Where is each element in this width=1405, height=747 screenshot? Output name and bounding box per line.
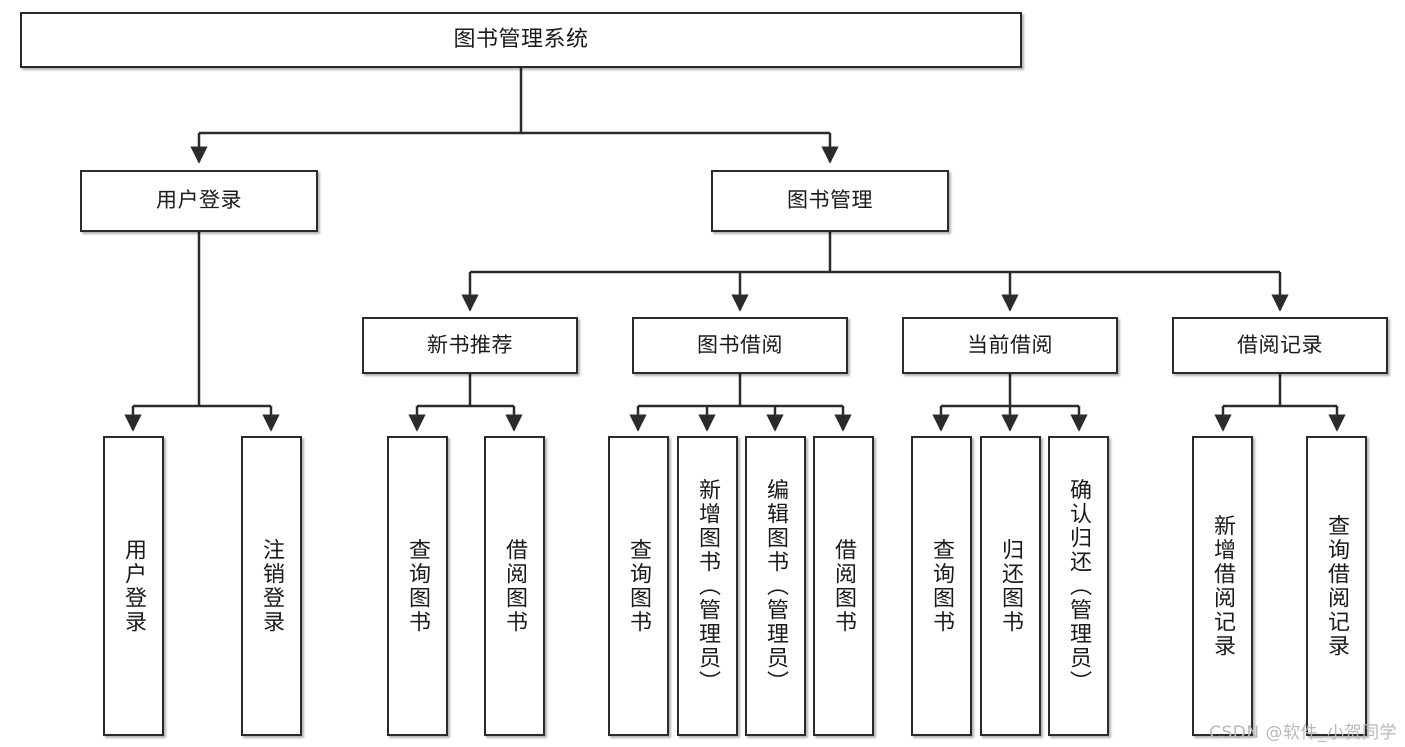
leaf-current-confirm-return-admin[interactable]: 确认归还（管理员） xyxy=(1048,436,1109,736)
node-label: 图书借阅 xyxy=(697,332,783,357)
node-current-borrow[interactable]: 当前借阅 xyxy=(902,317,1118,374)
node-label: 归还图书 xyxy=(998,538,1024,634)
leaf-borrow-add-book-admin[interactable]: 新增图书（管理员） xyxy=(677,436,738,736)
leaf-borrow-query-book[interactable]: 查询图书 xyxy=(608,436,669,736)
node-borrow-records[interactable]: 借阅记录 xyxy=(1172,317,1388,374)
leaf-user-login-logout[interactable]: 注销登录 xyxy=(241,436,302,736)
leaf-user-login-login[interactable]: 用户登录 xyxy=(103,436,164,736)
node-label: 图书管理 xyxy=(787,188,873,213)
node-label: 当前借阅 xyxy=(967,332,1053,357)
node-label: 新增图书（管理员） xyxy=(695,478,721,694)
node-root-system[interactable]: 图书管理系统 xyxy=(20,12,1022,68)
leaf-borrow-borrow-book[interactable]: 借阅图书 xyxy=(813,436,874,736)
node-label: 注销登录 xyxy=(259,538,285,634)
leaf-borrow-edit-book-admin[interactable]: 编辑图书（管理员） xyxy=(745,436,806,736)
leaf-new-book-borrow[interactable]: 借阅图书 xyxy=(484,436,545,736)
csdn-watermark: CSDN @软件_小贺同学 xyxy=(1209,723,1397,743)
node-label: 借阅记录 xyxy=(1237,332,1323,357)
node-label: 图书管理系统 xyxy=(453,26,589,52)
node-label: 用户登录 xyxy=(156,188,242,213)
leaf-new-book-query[interactable]: 查询图书 xyxy=(387,436,448,736)
node-label: 查询图书 xyxy=(626,538,652,634)
node-label: 查询借阅记录 xyxy=(1324,514,1350,658)
node-label: 用户登录 xyxy=(121,538,147,634)
node-label: 新增借阅记录 xyxy=(1210,514,1236,658)
node-book-management[interactable]: 图书管理 xyxy=(711,170,949,232)
node-book-borrow[interactable]: 图书借阅 xyxy=(632,317,848,374)
leaf-records-query-record[interactable]: 查询借阅记录 xyxy=(1306,436,1367,736)
leaf-current-query-book[interactable]: 查询图书 xyxy=(911,436,972,736)
node-new-book-recommend[interactable]: 新书推荐 xyxy=(362,317,578,374)
node-label: 借阅图书 xyxy=(502,538,528,634)
node-label: 借阅图书 xyxy=(831,538,857,634)
node-label: 新书推荐 xyxy=(427,332,513,357)
node-label: 查询图书 xyxy=(929,538,955,634)
leaf-records-add-record[interactable]: 新增借阅记录 xyxy=(1192,436,1253,736)
node-user-login[interactable]: 用户登录 xyxy=(80,170,318,232)
leaf-current-return-book[interactable]: 归还图书 xyxy=(980,436,1041,736)
node-label: 查询图书 xyxy=(405,538,431,634)
node-label: 编辑图书（管理员） xyxy=(763,478,789,694)
node-label: 确认归还（管理员） xyxy=(1066,478,1092,694)
